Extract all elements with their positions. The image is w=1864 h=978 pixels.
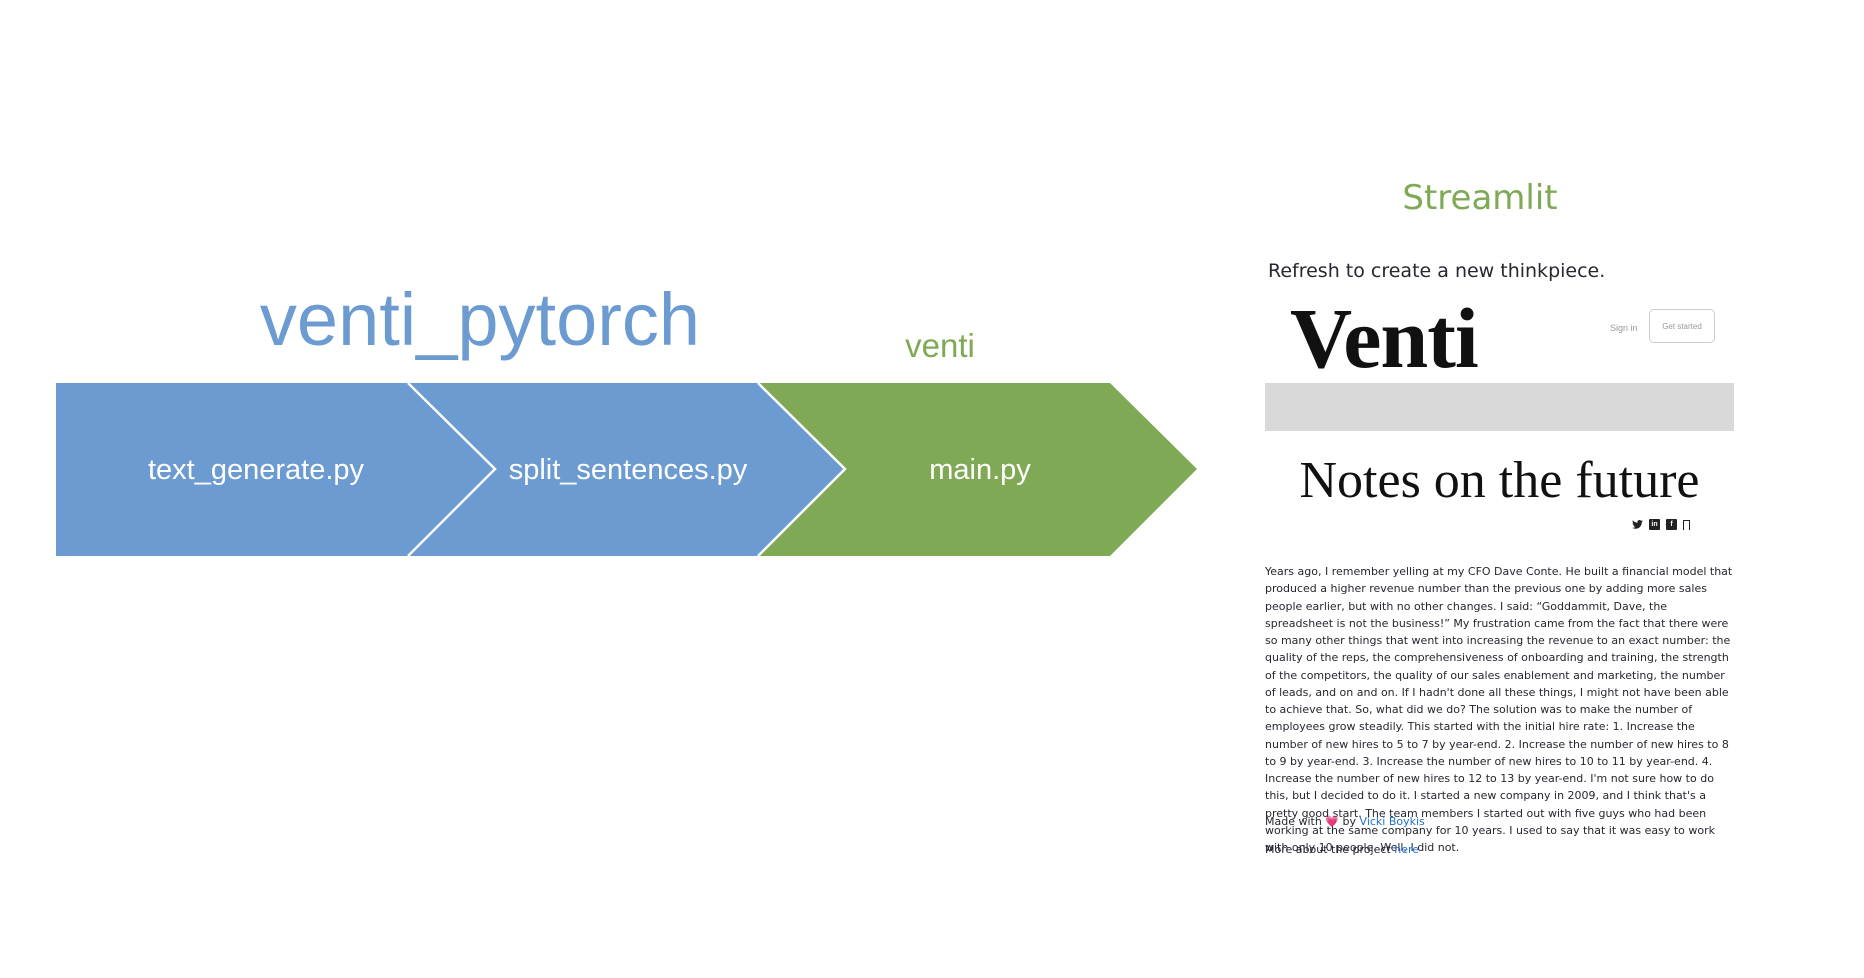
step-shape-text-generate — [56, 383, 495, 556]
linkedin-icon[interactable]: in — [1649, 519, 1660, 530]
heart-icon: 💗 — [1325, 815, 1340, 828]
twitter-icon-svg — [1632, 520, 1643, 529]
app-subtitle: Refresh to create a new thinkpiece. — [1268, 260, 1606, 282]
share-icons: in f — [1632, 519, 1690, 530]
project-link[interactable]: here — [1394, 843, 1420, 856]
by-text: by — [1342, 815, 1357, 828]
step-shape-main — [758, 383, 1197, 556]
group-label-venti-pytorch: venti_pytorch — [260, 278, 700, 361]
step-divider — [407, 382, 497, 557]
author-link[interactable]: Vicki Boykis — [1359, 815, 1425, 828]
venti-logo: Venti — [1290, 290, 1479, 386]
facebook-icon[interactable]: f — [1666, 519, 1677, 530]
step-label-text-generate: text_generate.py — [148, 454, 365, 486]
step-label-main: main.py — [929, 454, 1031, 486]
step-divider — [757, 382, 847, 557]
header-banner — [1265, 383, 1734, 431]
made-with-prefix: Made with — [1265, 815, 1322, 828]
article-title: Notes on the future — [1299, 452, 1700, 509]
more-about-prefix: More about the project — [1265, 843, 1391, 856]
step-label-split-sentences: split_sentences.py — [509, 454, 748, 486]
bookmark-icon[interactable] — [1683, 519, 1690, 530]
group-label-venti: venti — [905, 327, 975, 364]
essay-body: Years ago, I remember yelling at my CFO … — [1265, 565, 1733, 854]
twitter-icon[interactable] — [1632, 519, 1643, 530]
sign-in-link[interactable]: Sign in — [1610, 323, 1638, 333]
get-started-button[interactable]: Get started — [1649, 309, 1715, 343]
streamlit-label: Streamlit — [1402, 178, 1558, 218]
more-about-line: More about the project here — [1265, 843, 1419, 856]
made-with-line: Made with 💗 by Vicki Boykis — [1265, 815, 1425, 828]
step-shape-split-sentences — [408, 383, 845, 556]
